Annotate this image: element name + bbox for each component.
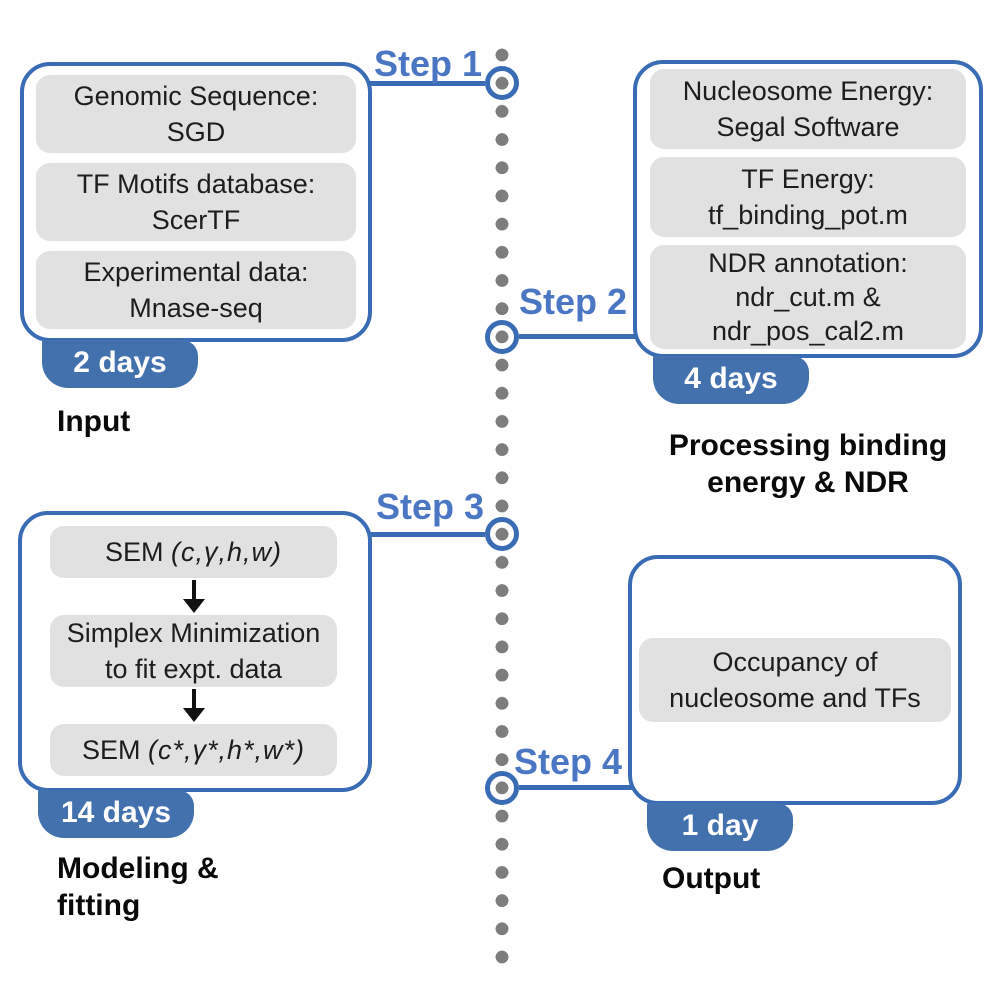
step2-label: Step 2	[519, 281, 628, 322]
item-line: tf_binding_pot.m	[708, 200, 908, 230]
caption-line: energy & NDR	[707, 466, 909, 499]
step3-label: Step 3	[376, 486, 485, 527]
item-line: ndr_pos_cal2.m	[711, 316, 905, 346]
processing-item-nucleosome-energy: Nucleosome Energy: Segal Software	[650, 69, 966, 149]
caption-output: Output	[662, 860, 760, 897]
step3-node-icon	[485, 517, 519, 551]
output-item-occupancy: Occupancy of nucleosome and TFs	[639, 638, 951, 722]
step4-node-icon	[485, 771, 519, 805]
step1-node-icon	[485, 66, 519, 100]
input-item-tf-motifs: TF Motifs database: ScerTF	[36, 163, 356, 241]
processing-item-tf-energy: TF Energy: tf_binding_pot.m	[650, 157, 966, 237]
caption-input: Input	[57, 403, 130, 440]
item-line: Segal Software	[716, 112, 900, 142]
modeling-box: SEM (c,γ,h,w) Simplex Minimization to fi…	[18, 511, 372, 792]
processing-box: Nucleosome Energy: Segal Software TF Ene…	[633, 60, 983, 358]
caption-processing: Processing binding energy & NDR	[648, 427, 968, 501]
input-box: Genomic Sequence: SGD TF Motifs database…	[20, 62, 372, 342]
caption-line: fitting	[57, 889, 141, 922]
item-line: Mnase-seq	[129, 293, 263, 323]
item-line: nucleosome and TFs	[669, 683, 921, 713]
input-item-experimental-data: Experimental data: Mnase-seq	[36, 251, 356, 329]
caption-line: Output	[662, 862, 761, 895]
modeling-item-simplex: Simplex Minimization to fit expt. data	[50, 615, 337, 687]
down-arrow-icon	[50, 687, 337, 724]
caption-line: Input	[57, 405, 131, 438]
duration-badge-modeling: 14 days	[38, 790, 194, 838]
item-line: Nucleosome Energy:	[682, 76, 934, 106]
step2-node-icon	[485, 320, 519, 354]
item-line: SEM (c,γ,h,w)	[104, 537, 283, 567]
down-arrow-icon	[50, 578, 337, 615]
output-box: Occupancy of nucleosome and TFs	[628, 555, 962, 805]
item-line: Experimental data:	[83, 257, 309, 287]
item-line: TF Energy:	[741, 164, 875, 194]
duration-badge-processing: 4 days	[653, 356, 809, 404]
item-line: ScerTF	[151, 205, 241, 235]
connector-step1	[364, 81, 485, 86]
step1-label: Step 1	[374, 43, 483, 84]
item-line: SEM (c*,γ*,h*,w*)	[81, 735, 306, 765]
step4-label: Step 4	[514, 741, 623, 782]
connector-step2	[519, 334, 640, 339]
duration-badge-output: 1 day	[647, 803, 793, 851]
processing-item-ndr-annotation: NDR annotation: ndr_cut.m & ndr_pos_cal2…	[650, 245, 966, 349]
item-line: NDR annotation:	[708, 248, 908, 278]
item-line: TF Motifs database:	[76, 169, 316, 199]
input-item-genomic-sequence: Genomic Sequence: SGD	[36, 75, 356, 153]
caption-line: Modeling &	[57, 852, 219, 885]
modeling-item-sem-fitted: SEM (c*,γ*,h*,w*)	[50, 724, 337, 776]
item-line: Genomic Sequence:	[73, 81, 319, 111]
modeling-item-sem: SEM (c,γ,h,w)	[50, 526, 337, 578]
caption-modeling: Modeling & fitting	[57, 850, 219, 924]
connector-step3	[364, 532, 485, 537]
item-line: ndr_cut.m &	[735, 282, 881, 312]
item-line: SGD	[166, 117, 226, 147]
timeline-dotted-line	[495, 41, 509, 965]
caption-line: Processing binding	[668, 429, 948, 462]
duration-badge-input: 2 days	[42, 340, 198, 388]
connector-step4	[519, 785, 634, 790]
item-line: Occupancy of	[712, 647, 878, 677]
item-line: Simplex Minimization	[66, 618, 321, 648]
item-line: to fit expt. data	[104, 654, 283, 684]
